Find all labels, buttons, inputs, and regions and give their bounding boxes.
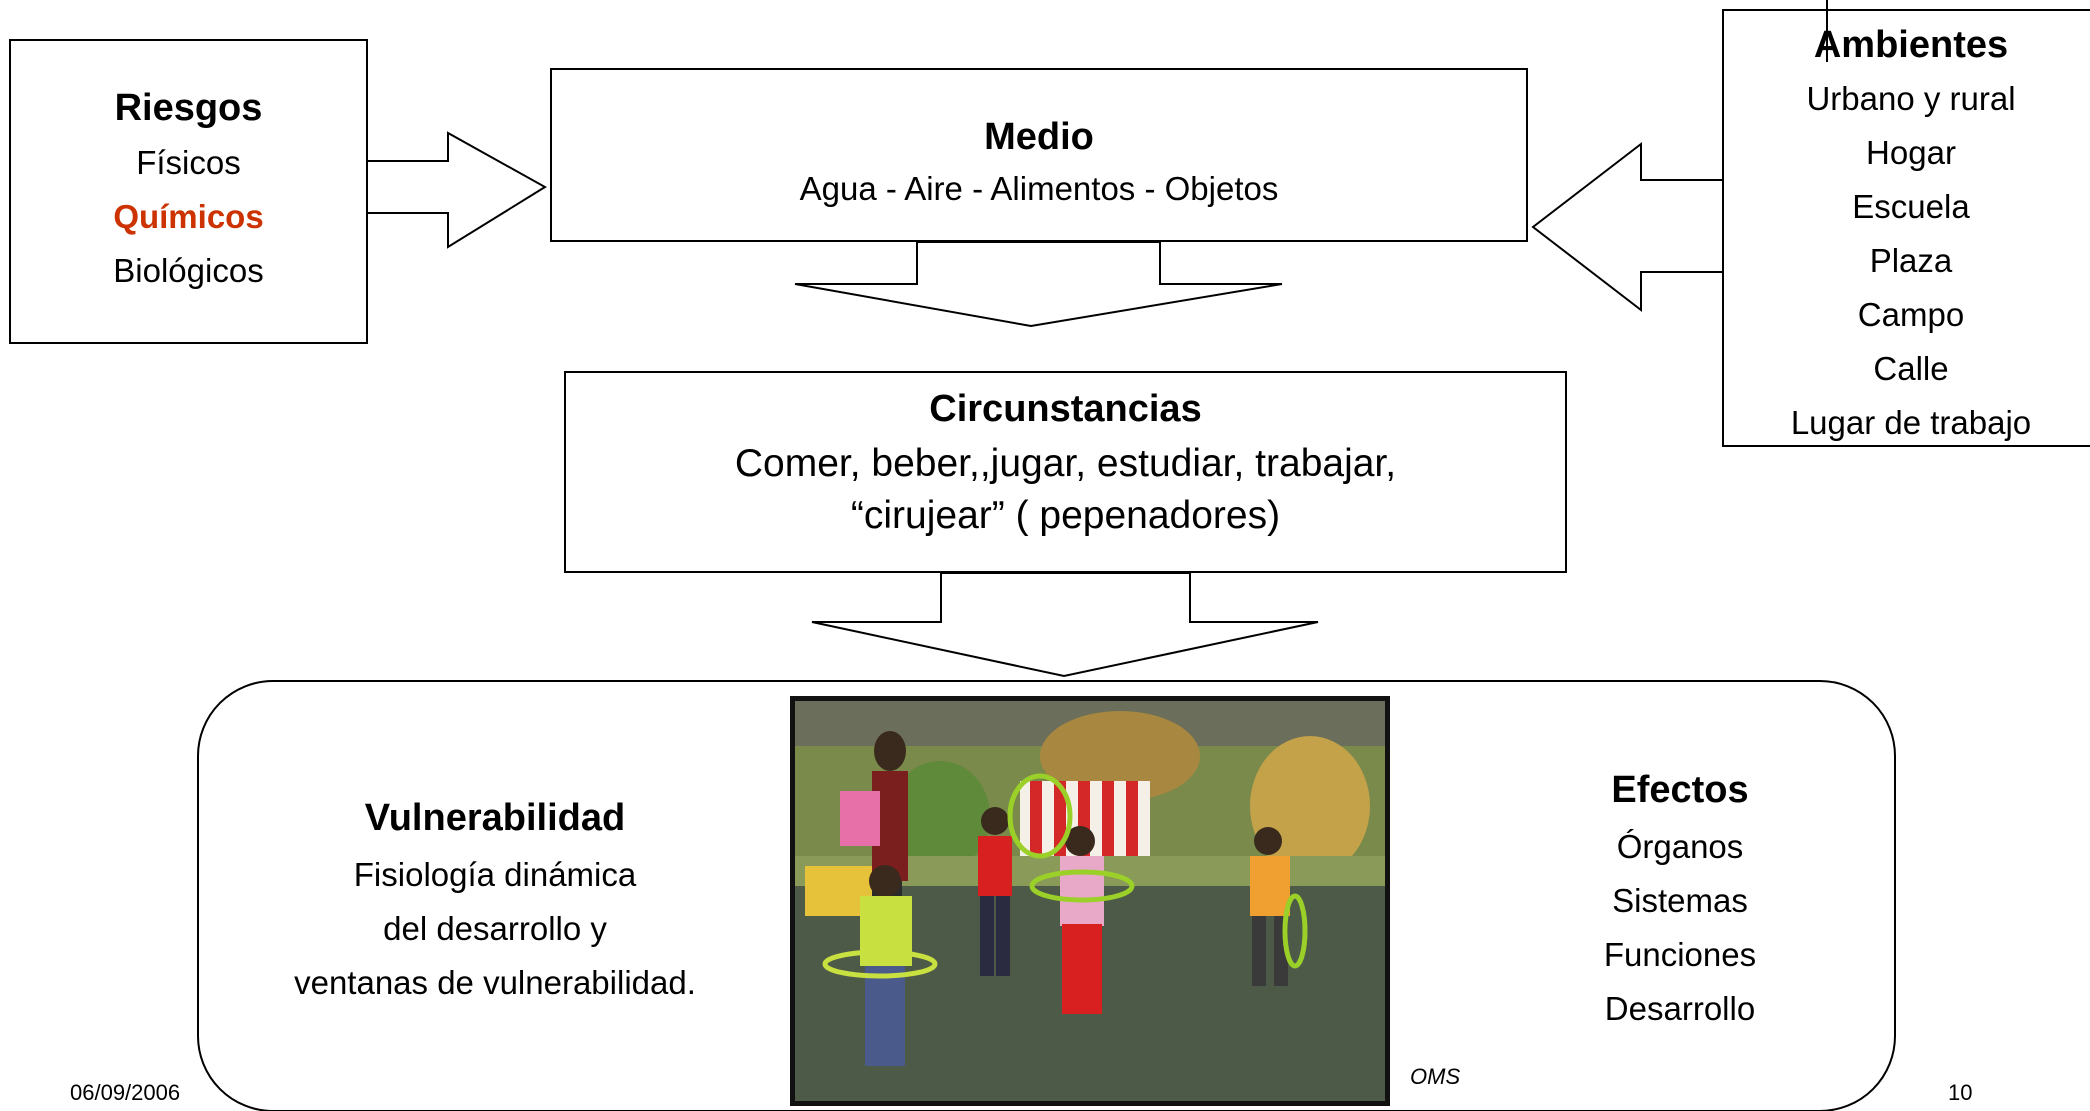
riesgos-item-fisicos: Físicos — [136, 144, 241, 181]
efectos-item-organos: Órganos — [1616, 828, 1744, 865]
riesgos-group: Riesgos Físicos Químicos Biológicos — [10, 80, 367, 298]
medio-title: Medio — [984, 116, 1094, 158]
ambientes-item-lugar-trabajo: Lugar de trabajo — [1790, 404, 2032, 441]
efectos-title: Efectos — [1611, 769, 1749, 811]
efectos-item-sistemas: Sistemas — [1612, 882, 1748, 919]
circunstancias-title: Circunstancias — [929, 388, 1202, 430]
circunstancias-group: Circunstancias Comer, beber,,jugar, estu… — [565, 380, 1566, 542]
efectos-group: Efectos Órganos Sistemas Funciones Desar… — [1530, 760, 1830, 1036]
arrow-circunstancias-to-vulnerabilidad — [811, 572, 1319, 678]
footer-date: 06/09/2006 — [70, 1080, 181, 1105]
vulnerabilidad-group: Vulnerabilidad Fisiología dinámica del d… — [240, 788, 750, 1010]
efectos-item-funciones: Funciones — [1603, 936, 1757, 973]
ambientes-item-plaza: Plaza — [1869, 242, 1953, 279]
vulnerabilidad-title: Vulnerabilidad — [364, 797, 626, 839]
ambientes-item-urbano: Urbano y rural — [1806, 80, 2016, 117]
ambientes-item-escuela: Escuela — [1852, 188, 1970, 225]
footer-page-number: 10 — [1948, 1080, 1973, 1105]
vulnerabilidad-efectos-box — [197, 680, 1896, 1111]
arrow-ambientes-to-medio — [1531, 141, 1724, 313]
ambientes-group: Ambientes Urbano y rural Hogar Escuela P… — [1723, 18, 2090, 450]
riesgos-item-biologicos: Biológicos — [113, 252, 264, 289]
medio-subtitle: Agua - Aire - Alimentos - Objetos — [799, 170, 1279, 207]
riesgos-title: Riesgos — [114, 87, 263, 129]
children-photo — [790, 696, 1390, 1106]
ambientes-item-calle: Calle — [1873, 350, 1949, 387]
riesgos-item-quimicos: Químicos — [113, 198, 264, 235]
ambientes-item-hogar: Hogar — [1866, 134, 1956, 171]
circunstancias-line-2: “cirujear” ( pepenadores) — [850, 494, 1281, 537]
vulnerabilidad-line-2: del desarrollo y — [383, 910, 607, 947]
vulnerabilidad-line-3: ventanas de vulnerabilidad. — [294, 964, 696, 1001]
ambientes-item-campo: Campo — [1857, 296, 1965, 333]
efectos-item-desarrollo: Desarrollo — [1604, 990, 1756, 1027]
medio-group: Medio Agua - Aire - Alimentos - Objetos — [551, 110, 1527, 214]
footer-credit: OMS — [1410, 1064, 1461, 1089]
vulnerabilidad-line-1: Fisiología dinámica — [353, 856, 637, 893]
circunstancias-line-1: Comer, beber,,jugar, estudiar, trabajar, — [734, 442, 1397, 485]
arrow-riesgos-to-medio — [366, 131, 547, 249]
ambientes-title: Ambientes — [1813, 24, 2009, 66]
arrow-medio-to-circunstancias — [794, 241, 1283, 328]
